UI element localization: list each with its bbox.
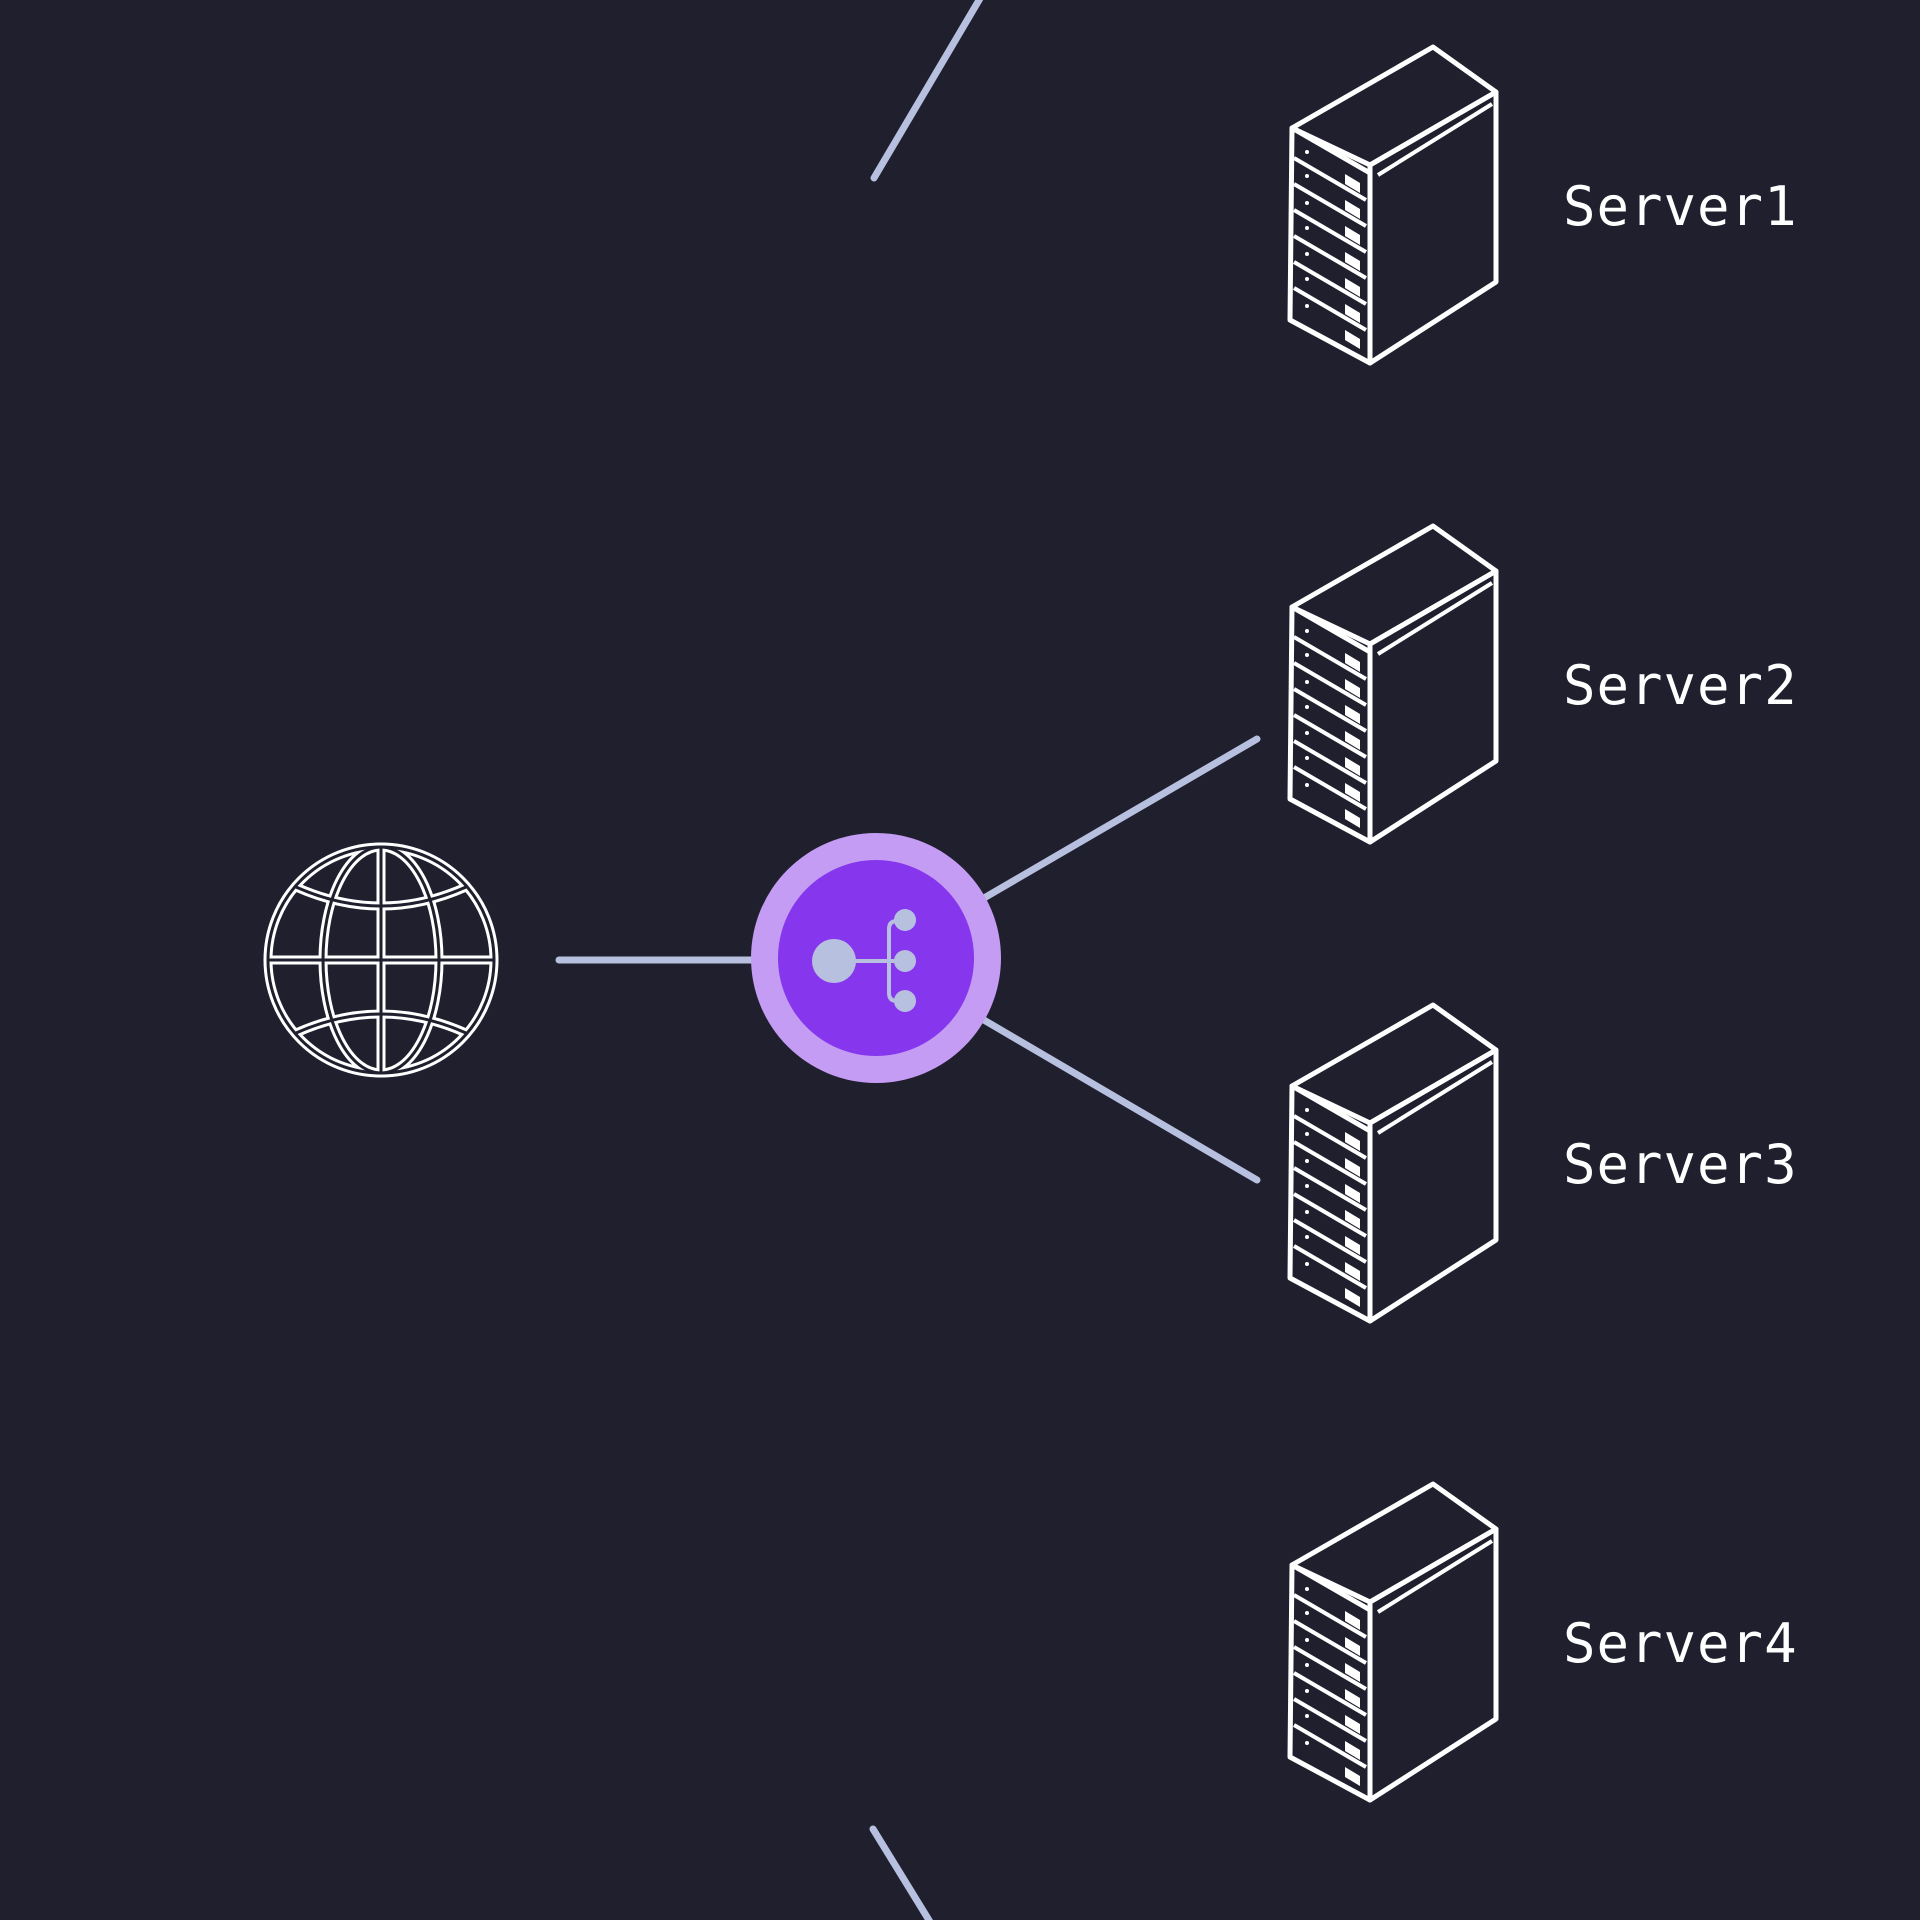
- server4-label: Server4: [1563, 1612, 1798, 1675]
- server2-icon[interactable]: [1290, 526, 1496, 842]
- server2-label: Server2: [1563, 654, 1798, 717]
- server3-label: Server3: [1563, 1133, 1798, 1196]
- edge-top-offscreen: [870, 0, 984, 182]
- edge-lb-to-server2: [956, 735, 1261, 916]
- server1-label: Server1: [1563, 175, 1798, 238]
- globe-icon-inner: [266, 845, 496, 1075]
- edges: [555, 0, 1261, 1920]
- server3-icon[interactable]: [1290, 1005, 1496, 1321]
- edge-bottom-offscreen: [869, 1825, 933, 1920]
- load-balancer-icon: [812, 909, 916, 1012]
- load-balancer-node[interactable]: [751, 833, 1001, 1083]
- server4-icon[interactable]: [1290, 1484, 1496, 1800]
- edge-lb-to-server3: [956, 1002, 1261, 1184]
- server1-icon[interactable]: [1290, 47, 1496, 363]
